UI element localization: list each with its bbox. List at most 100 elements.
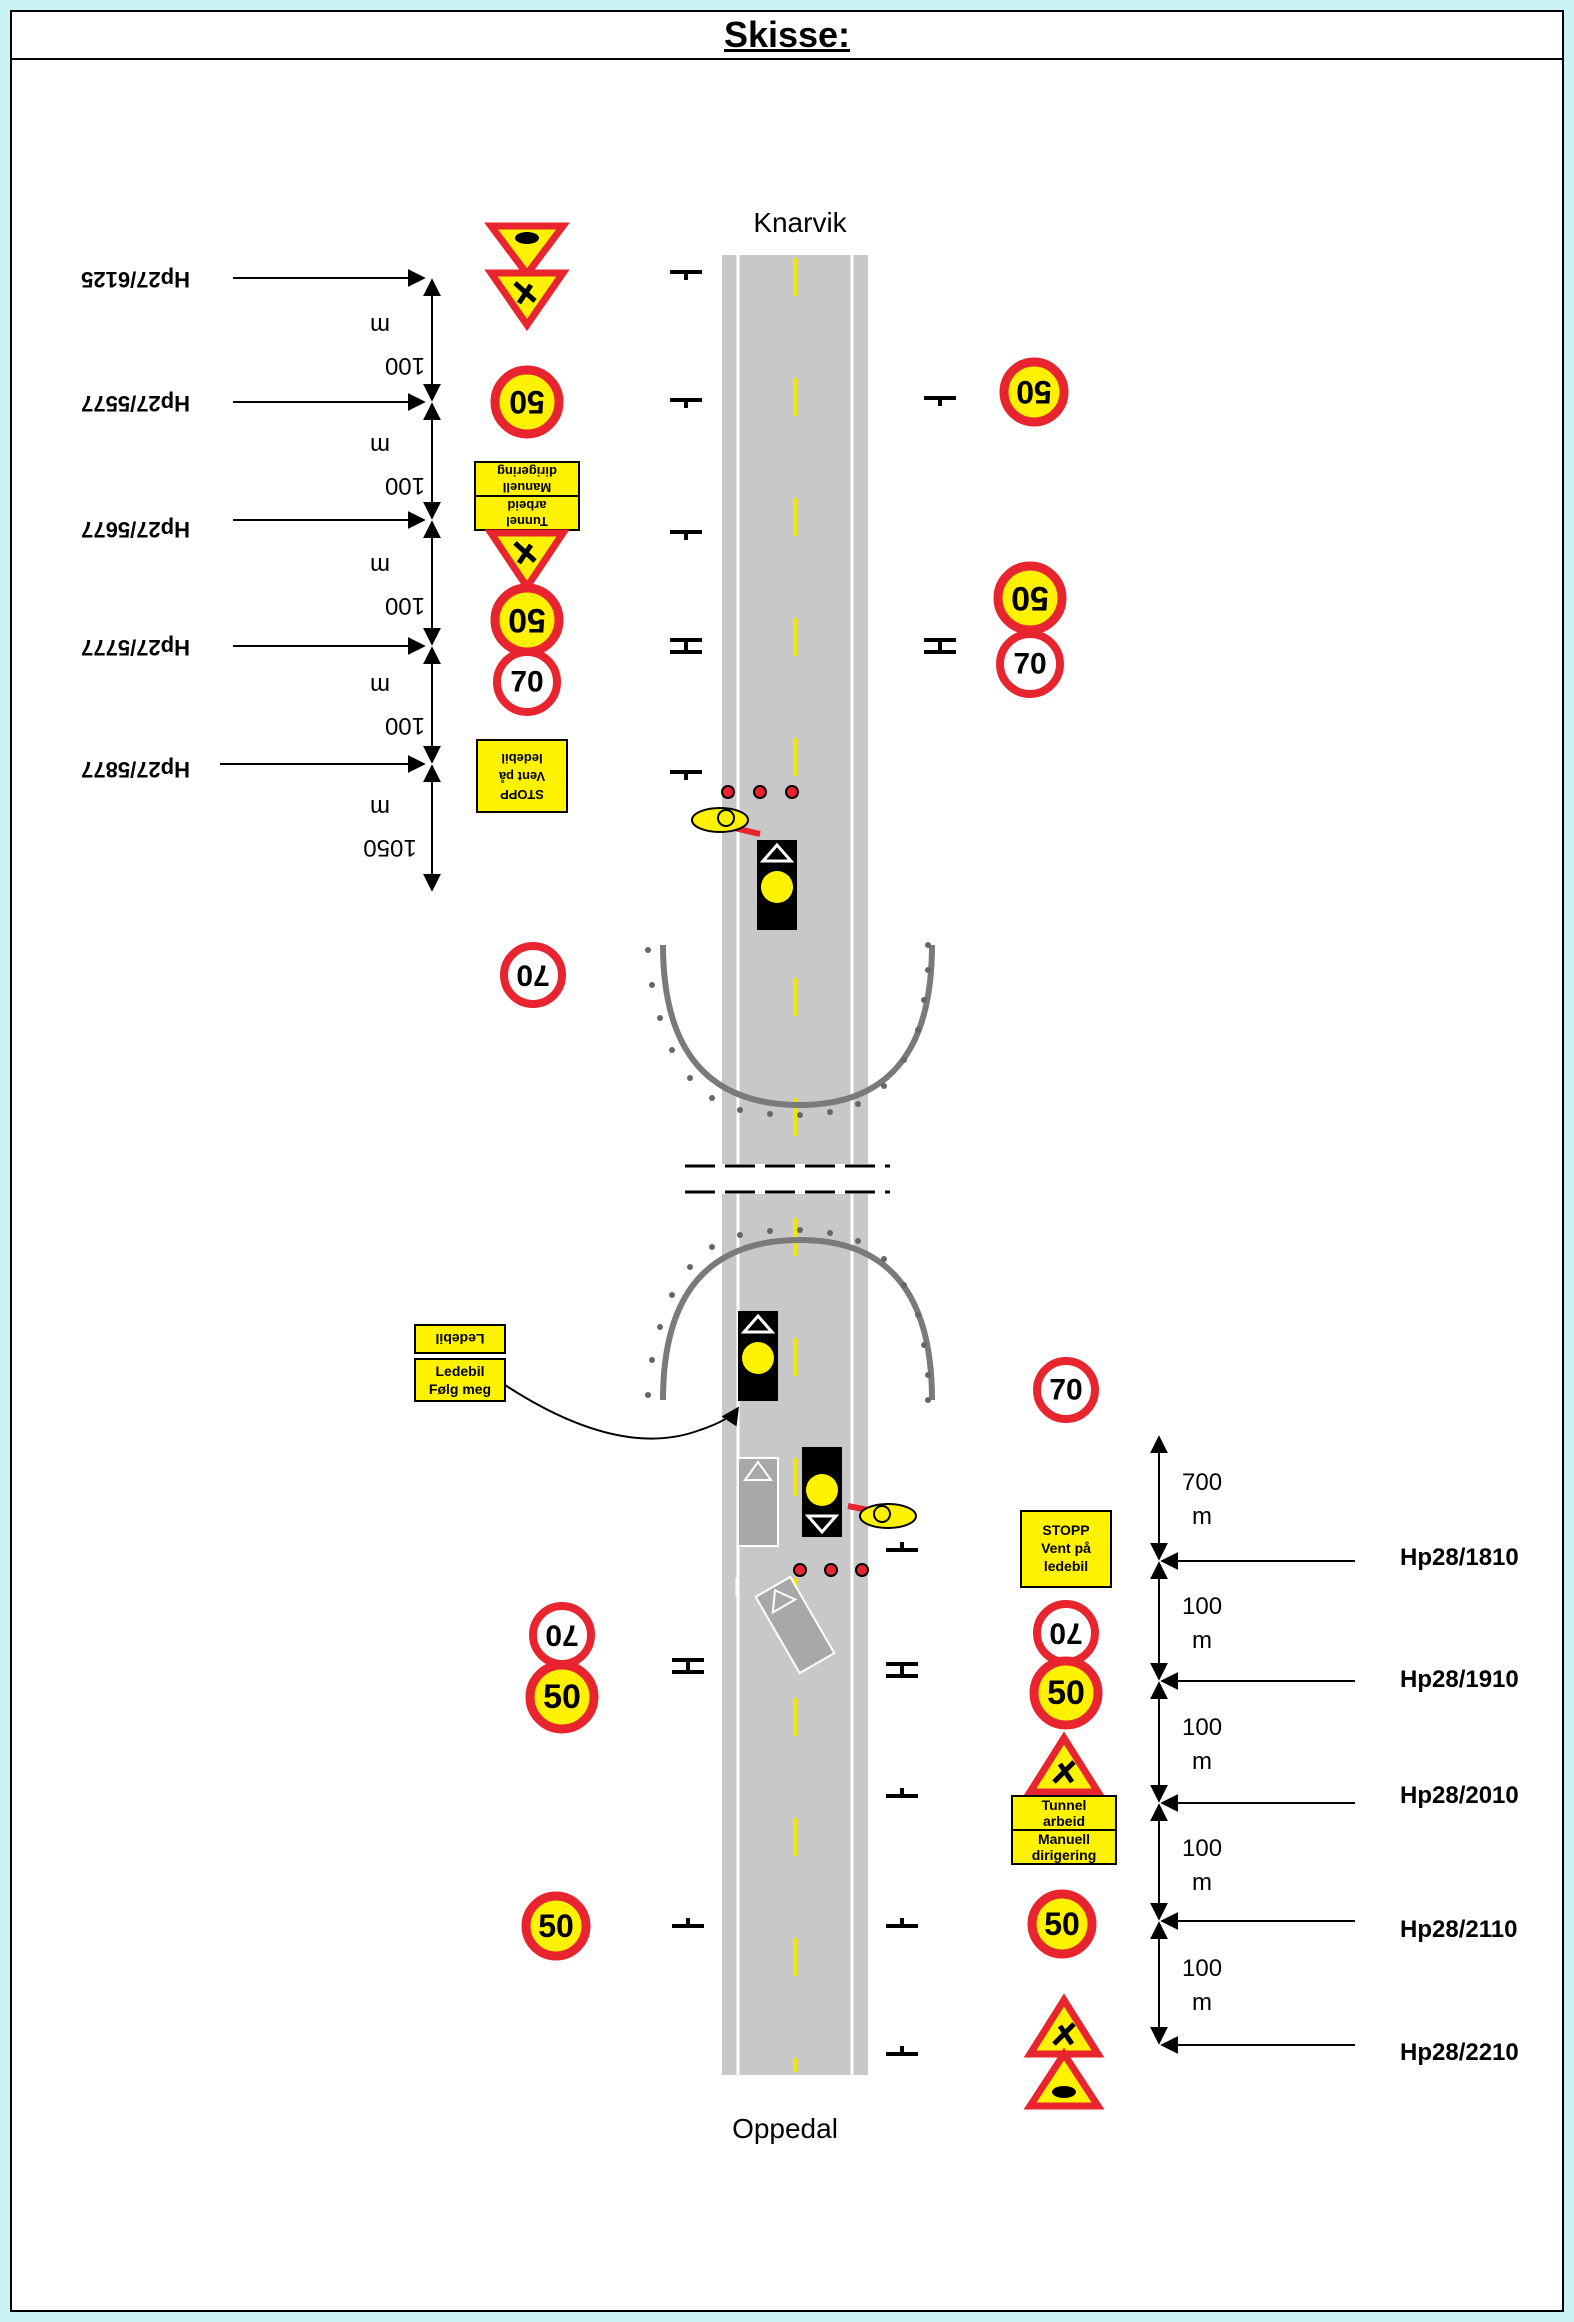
speed-sign-70-west-3: 70 [529, 1602, 595, 1668]
speed-sign-50-label: 50 [543, 1678, 581, 1716]
stopp-sign-south: STOPP Vent på ledebil [1020, 1510, 1112, 1588]
right-dist-1-unit: m [1192, 1503, 1212, 1530]
post-west-1 [670, 270, 702, 280]
post-west-3 [670, 530, 702, 540]
left-dist-1-unit: m [370, 312, 390, 339]
post-west-7 [672, 1918, 704, 1928]
road [680, 255, 910, 2075]
speed-sign-70-label: 70 [1013, 648, 1046, 681]
stopp-line1: STOPP [500, 787, 544, 802]
place-north: Knarvik [753, 207, 847, 238]
sign-posts [670, 270, 956, 2056]
station-hp28-1810: Hp28/1810 [1400, 1544, 1519, 1571]
station-hp28-1910: Hp28/1910 [1400, 1666, 1519, 1693]
station-hp27-5877: Hp27/5877 [81, 757, 190, 782]
left-dist-2-value: 100 [385, 472, 425, 499]
right-dist-2-value: 100 [1182, 1593, 1222, 1620]
station-hp27-6125: Hp27/6125 [81, 267, 190, 292]
station-hp28-2010: Hp28/2010 [1400, 1782, 1519, 1809]
post-west-6 [672, 1658, 704, 1674]
flagger-south-icon [847, 1503, 917, 1529]
turning-vehicle-icon [754, 1575, 836, 1675]
speed-sign-50-label: 50 [509, 384, 545, 420]
traffic-light-north-icon [757, 840, 797, 930]
stopp-line3: ledebil [501, 751, 542, 766]
post-east-4 [886, 1662, 918, 1678]
left-dist-3-value: 100 [385, 592, 425, 619]
manuell-text-line1: Manuell [1038, 1831, 1090, 1847]
manuell-text-line2: dirigering [497, 464, 557, 479]
left-station-labels: Hp27/6125 Hp27/5577 Hp27/5677 Hp27/5777 … [81, 267, 190, 782]
warning-sign-roadwork-bottom-icon [1023, 1993, 1105, 2058]
flagger-north-icon [691, 807, 761, 837]
speed-sign-70-label: 70 [516, 959, 549, 992]
speed-sign-50-west-1: 50 [490, 365, 564, 439]
place-south: Oppedal [732, 2113, 838, 2144]
station-hp27-5777: Hp27/5777 [81, 635, 190, 660]
speed-sign-70-label: 70 [1049, 1374, 1082, 1407]
manuell-text-line2: dirigering [1032, 1847, 1097, 1863]
left-distance-labels: 100 m 100 m 100 m 100 m 1050 m [363, 312, 425, 861]
warning-sign-roadwork-icon [484, 269, 570, 332]
speed-sign-50-label: 50 [538, 1908, 574, 1944]
right-dist-1-value: 700 [1182, 1469, 1222, 1496]
speed-sign-70-east-2: 70 [1033, 1357, 1099, 1423]
page-title: Skisse: [723, 14, 851, 55]
cones-south [793, 1563, 869, 1577]
title-bar: Skisse: [12, 12, 1562, 60]
speed-sign-70-label: 70 [1049, 1617, 1082, 1650]
post-west-2 [670, 398, 702, 408]
warning-sign-roadwork-south-icon [1023, 1731, 1105, 1796]
speed-sign-70-west-1: 70 [493, 648, 561, 716]
tunnel-text-line1: Tunnel [506, 514, 548, 529]
post-east-6 [886, 1918, 918, 1928]
right-dist-4-unit: m [1192, 1869, 1212, 1896]
manuell-text-line1: Manuell [503, 480, 551, 495]
stopp-line2: Vent på [1041, 1540, 1091, 1556]
speed-sign-50-west-2: 50 [490, 583, 564, 657]
right-dist-3-unit: m [1192, 1748, 1212, 1775]
speed-sign-50-west-3: 50 [525, 1660, 599, 1734]
left-dist-5-value: 1050 [363, 834, 416, 861]
speed-sign-50-label: 50 [1011, 579, 1049, 617]
post-west-5 [670, 770, 702, 780]
left-dist-4-value: 100 [385, 712, 425, 739]
left-dist-5-unit: m [370, 794, 390, 821]
left-dist-3-unit: m [370, 552, 390, 579]
right-distance-labels: 700 m 100 m 100 m 100 m 100 m [1182, 1469, 1222, 2016]
tunnel-portal-south [645, 1227, 935, 1403]
speed-sign-70-label: 70 [510, 666, 543, 699]
speed-sign-50-west-4: 50 [521, 1891, 591, 1961]
warning-sign-roadwork-north-icon [484, 529, 570, 594]
speed-sign-50-east-4: 50 [1027, 1889, 1097, 1959]
speed-sign-70-label: 70 [545, 1619, 578, 1652]
right-dist-3-value: 100 [1182, 1714, 1222, 1741]
right-dimensions [1150, 1435, 1355, 2054]
stopp-line3: ledebil [1044, 1558, 1088, 1574]
speed-sign-50-east-2: 50 [993, 561, 1067, 635]
speed-sign-50-label: 50 [1044, 1906, 1080, 1942]
queued-vehicle-icon [737, 1457, 779, 1547]
traffic-light-south-tunnel-icon [738, 1311, 778, 1401]
road-break [680, 1164, 910, 1194]
tunnel-text-line1: Tunnel [1042, 1797, 1087, 1813]
warning-sign-slippery-icon [484, 222, 570, 280]
station-hp28-2110: Hp28/2110 [1400, 1916, 1517, 1943]
pilot-car-pointer [504, 1384, 739, 1440]
tunnel-portal-north [645, 942, 935, 1118]
ledebil-sign: Ledebil [414, 1324, 506, 1354]
speed-sign-50-label: 50 [1016, 374, 1052, 410]
post-east-3 [886, 1542, 918, 1552]
post-west-4 [670, 638, 702, 654]
stopp-line2: Vent på [498, 769, 545, 784]
speed-sign-70-east-3: 70 [1033, 1600, 1099, 1666]
folg-meg-line2: Følg meg [429, 1381, 491, 1397]
stopp-line1: STOPP [1042, 1522, 1089, 1538]
speed-sign-50-label: 50 [508, 601, 546, 639]
station-hp28-2210: Hp28/2210 [1400, 2039, 1519, 2066]
post-east-7 [886, 2046, 918, 2056]
right-station-labels: Hp28/1810 Hp28/1910 Hp28/2010 Hp28/2110 … [1400, 1544, 1519, 2066]
speed-sign-50-label: 50 [1047, 1674, 1085, 1712]
post-east-2 [924, 638, 956, 654]
right-dist-4-value: 100 [1182, 1835, 1222, 1862]
